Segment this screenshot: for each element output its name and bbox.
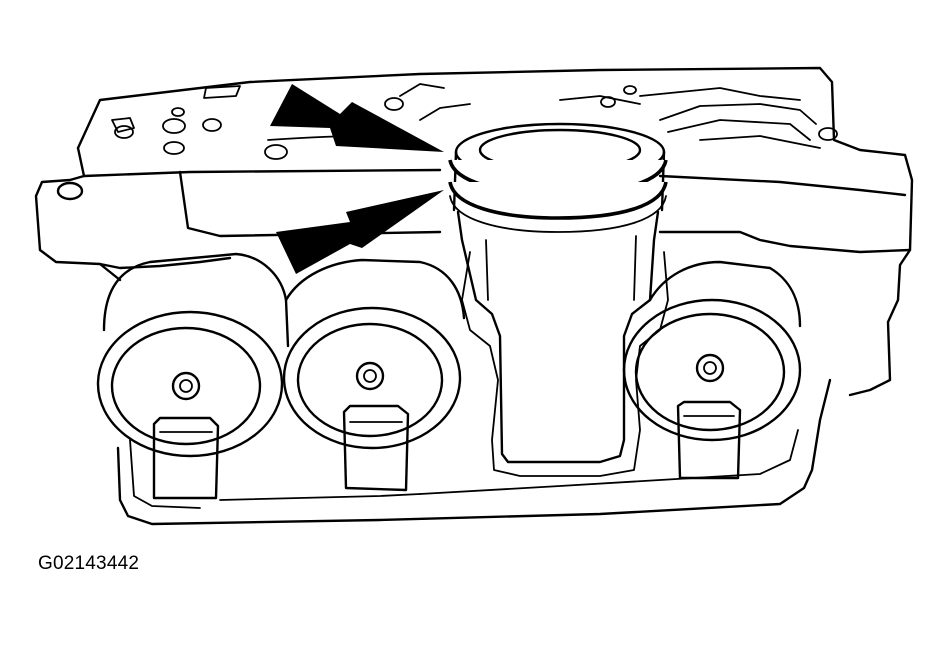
figure-id-label: G02143442	[38, 553, 140, 574]
pointer-arrows	[270, 84, 444, 274]
arrow-upper	[270, 84, 444, 152]
o-ring-lower	[448, 181, 668, 220]
upper-plate	[34, 66, 914, 397]
solenoid-left	[96, 252, 290, 500]
arrow-lower	[276, 190, 444, 274]
center-sleeve	[448, 122, 668, 464]
solenoid-housing	[82, 168, 912, 526]
solenoid-middle	[282, 258, 466, 492]
